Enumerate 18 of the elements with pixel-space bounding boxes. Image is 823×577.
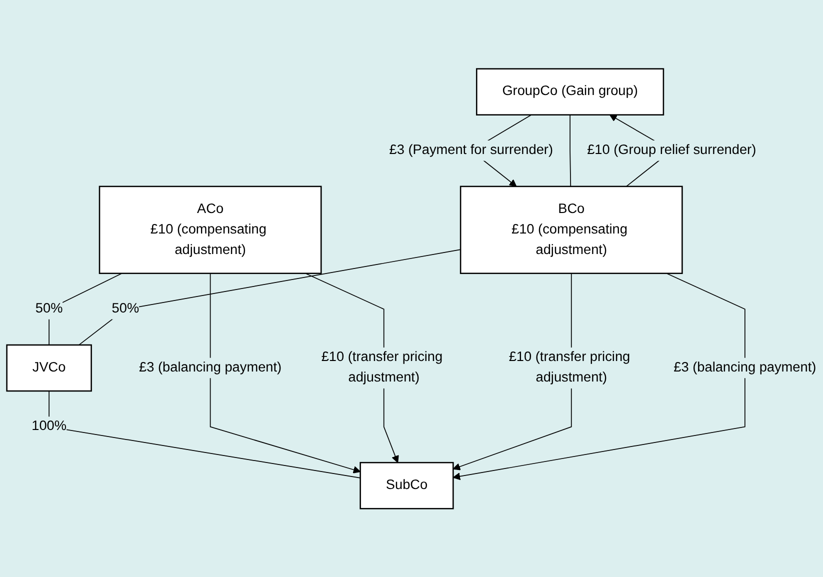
edge-label: 50% (35, 301, 63, 316)
node-box: SubCo (360, 462, 454, 510)
edge-label: £10 (Group relief surrender) (587, 142, 756, 158)
edge-label: £10 (transfer pricing adjustment) (321, 350, 443, 385)
connector (570, 114, 572, 187)
edge-label: £3 (balancing payment) (674, 360, 816, 375)
node-box: BCo £10 (compensating adjustment) (460, 186, 683, 274)
node-box: ACo £10 (compensating adjustment) (98, 186, 322, 274)
edge-label: 50% (112, 301, 140, 316)
node-box: GroupCo (Gain group) (476, 68, 664, 116)
connector (48, 390, 361, 478)
edge-label: £3 (balancing payment) (139, 360, 282, 375)
node-box: JVCo (6, 344, 92, 392)
arrow (210, 272, 361, 474)
edge-label: £3 (Payment for surrender) (389, 142, 553, 158)
edge-label: 100% (32, 418, 67, 434)
edge-label: £10 (transfer pricing adjustment) (508, 350, 630, 385)
connector (78, 248, 461, 346)
